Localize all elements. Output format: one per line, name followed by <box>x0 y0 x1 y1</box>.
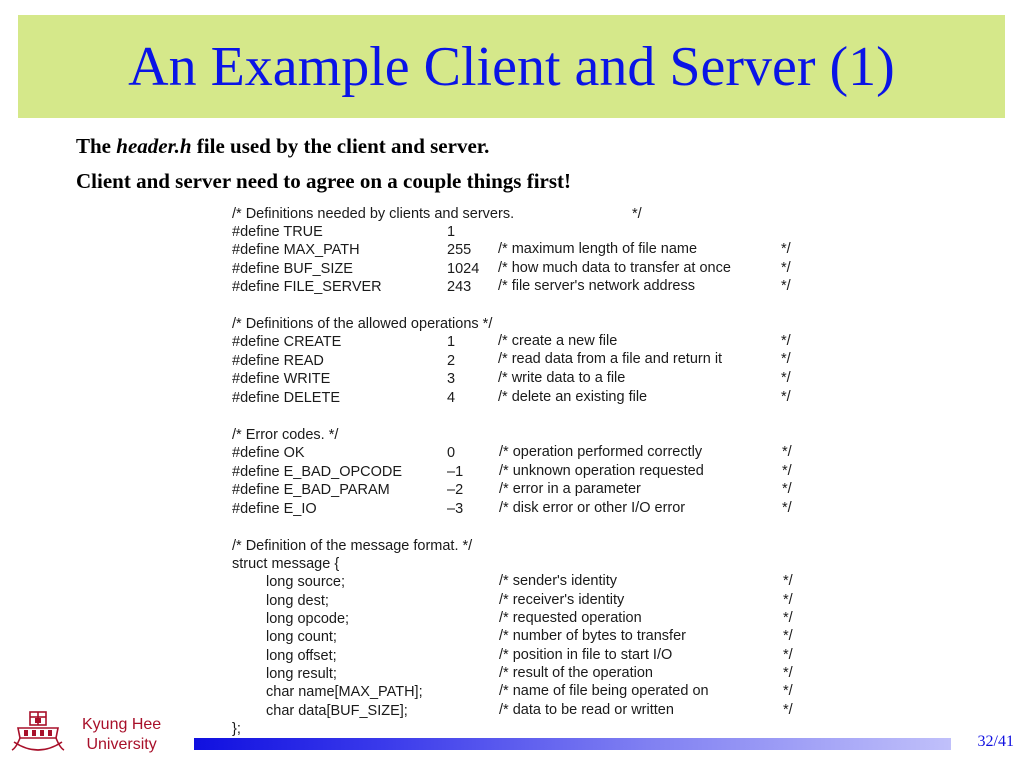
code-comment: /* disk error or other I/O error <box>499 500 686 516</box>
code-comment-end: */ <box>782 463 792 479</box>
code-define-value: 3 <box>447 371 456 387</box>
code-comment: /* read data from a file and return it <box>498 351 723 367</box>
code-comment-end: */ <box>632 206 642 222</box>
code-comment-end: */ <box>782 481 792 497</box>
code-define-name: #define E_BAD_PARAM <box>232 482 390 498</box>
code-define-value: 243 <box>447 279 472 295</box>
code-comment: /* write data to a file <box>498 370 626 386</box>
code-comment-end: */ <box>783 647 793 663</box>
footer-gradient-bar <box>194 738 951 750</box>
code-define-value: –3 <box>447 501 464 517</box>
code-struct-close: }; <box>232 721 241 737</box>
code-comment: /* position in file to start I/O <box>499 647 673 663</box>
code-comment-end: */ <box>781 241 791 257</box>
code-field-decl: long count; <box>266 629 337 645</box>
university-name-line1: Kyung Hee <box>82 716 162 733</box>
code-define-name: #define E_BAD_OPCODE <box>232 464 403 480</box>
code-define-value: 1 <box>447 334 456 350</box>
code-define-value: 2 <box>447 353 456 369</box>
lead-filename: header.h <box>116 134 192 158</box>
lead-prefix: The <box>76 134 117 158</box>
code-comment-end: */ <box>781 389 791 405</box>
code-comment: /* operation performed correctly <box>499 444 703 460</box>
code-comment: /* sender's identity <box>499 573 618 589</box>
code-define-name: #define MAX_PATH <box>232 242 360 258</box>
code-define-name: #define CREATE <box>232 334 342 350</box>
code-define-value: 0 <box>447 445 456 461</box>
code-comment: /* Definitions needed by clients and ser… <box>232 206 515 222</box>
code-define-name: #define BUF_SIZE <box>232 261 353 277</box>
title-bar: An Example Client and Server (1) <box>18 15 1005 118</box>
code-comment: /* result of the operation <box>499 665 653 681</box>
code-define-value: 4 <box>447 390 456 406</box>
code-struct-open: struct message { <box>232 556 340 572</box>
code-comment-end: */ <box>781 351 791 367</box>
university-name-line2: University <box>86 736 157 753</box>
code-comment-end: */ <box>782 500 792 516</box>
code-comment: /* delete an existing file <box>498 389 648 405</box>
code-comment-end: */ <box>783 573 793 589</box>
page-number: 32/41 <box>977 733 1014 750</box>
code-define-name: #define TRUE <box>232 224 323 240</box>
code-comment: /* number of bytes to transfer <box>499 628 686 644</box>
code-comment: /* create a new file <box>498 333 618 349</box>
code-comment-end: */ <box>781 278 791 294</box>
code-comment: /* maximum length of file name <box>498 241 698 257</box>
university-crest-icon <box>10 708 66 760</box>
code-define-value: –1 <box>447 464 464 480</box>
code-field-decl: char data[BUF_SIZE]; <box>266 703 408 719</box>
code-define-value: 255 <box>447 242 472 258</box>
code-comment: /* Definition of the message format. */ <box>232 538 473 554</box>
slide-title: An Example Client and Server (1) <box>128 35 895 98</box>
code-comment-end: */ <box>783 702 793 718</box>
code-define-name: #define OK <box>232 445 305 461</box>
code-comment-end: */ <box>783 683 793 699</box>
code-define-value: –2 <box>447 482 464 498</box>
code-define-name: #define E_IO <box>232 501 317 517</box>
code-comment: /* name of file being operated on <box>499 683 709 699</box>
code-comment: /* file server's network address <box>498 278 695 294</box>
code-field-decl: long result; <box>266 666 337 682</box>
code-define-name: #define DELETE <box>232 390 341 406</box>
code-comment: /* receiver's identity <box>499 592 625 608</box>
code-field-decl: long offset; <box>266 648 337 664</box>
code-field-decl: long opcode; <box>266 611 350 627</box>
code-comment-end: */ <box>781 333 791 349</box>
code-comment-end: */ <box>783 592 793 608</box>
code-define-value: 1 <box>447 224 456 240</box>
code-comment-end: */ <box>783 665 793 681</box>
code-define-name: #define READ <box>232 353 324 369</box>
code-comment-end: */ <box>781 370 791 386</box>
university-name: Kyung Hee University <box>82 715 161 755</box>
code-comment: /* Definitions of the allowed operations… <box>232 316 493 332</box>
lead-line-1: The header.h file used by the client and… <box>76 134 489 159</box>
code-comment: /* requested operation <box>499 610 642 626</box>
lead-line-2: Client and server need to agree on a cou… <box>76 169 572 193</box>
code-define-name: #define FILE_SERVER <box>232 279 382 295</box>
code-comment: /* unknown operation requested <box>499 463 704 479</box>
code-comment: /* Error codes. */ <box>232 427 339 443</box>
code-comment-end: */ <box>781 260 791 276</box>
code-comment-end: */ <box>782 444 792 460</box>
code-comment-end: */ <box>783 610 793 626</box>
code-field-decl: char name[MAX_PATH]; <box>266 684 423 700</box>
code-define-value: 1024 <box>447 261 480 277</box>
code-define-name: #define WRITE <box>232 371 331 387</box>
code-field-decl: long dest; <box>266 593 329 609</box>
code-comment: /* data to be read or written <box>499 702 674 718</box>
code-comment-end: */ <box>783 628 793 644</box>
lead-suffix: file used by the client and server. <box>191 134 490 158</box>
code-comment: /* error in a parameter <box>499 481 641 497</box>
code-field-decl: long source; <box>266 574 345 590</box>
code-comment: /* how much data to transfer at once <box>498 260 731 276</box>
